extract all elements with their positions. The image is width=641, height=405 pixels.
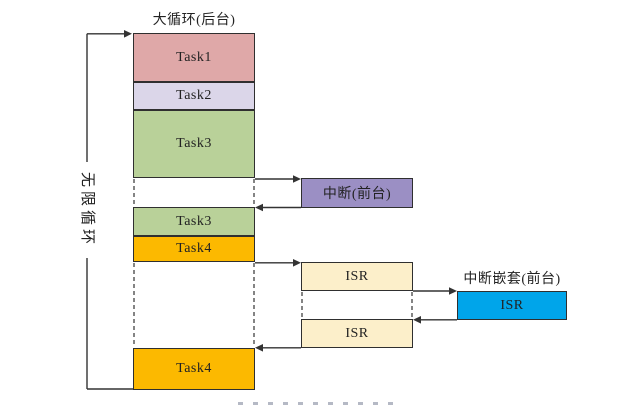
task4-second-label: Task4 — [176, 361, 212, 376]
isr-second-box: ISR — [301, 319, 413, 348]
task3-first-box: Task3 — [133, 110, 255, 178]
isr-first-label: ISR — [345, 268, 369, 284]
interrupt-entry-arrowhead-icon — [293, 175, 301, 183]
isr-first-box: ISR — [301, 262, 413, 291]
nested-isr-label: ISR — [500, 297, 524, 313]
task1-label: Task1 — [176, 49, 212, 65]
interrupt-foreground-label: 中断(前台) — [322, 187, 392, 202]
nested-interrupt-title: 中断嵌套(前台) — [463, 272, 561, 287]
task3-second-label: Task3 — [176, 213, 212, 229]
interrupt-foreground-box: 中断(前台) — [301, 178, 413, 208]
nested-isr-box: ISR — [457, 291, 567, 320]
infinite-loop-label: 无限循环 — [78, 162, 96, 258]
nested-isr-return-arrowhead-icon — [413, 316, 421, 324]
nested-isr-entry-arrowhead-icon — [449, 287, 457, 295]
isr-entry-arrowhead-icon — [293, 259, 301, 267]
task4-first-box: Task4 — [133, 236, 255, 262]
background-loop-title: 大循环(后台) — [152, 13, 236, 28]
task4-first-label: Task4 — [176, 241, 212, 256]
task2-label: Task2 — [176, 88, 212, 103]
loop-arrowhead-icon — [124, 30, 132, 38]
interrupt-return-arrowhead-icon — [255, 203, 263, 212]
task3-first-label: Task3 — [176, 136, 212, 151]
task1-box: Task1 — [133, 33, 255, 82]
task4-second-box: Task4 — [133, 348, 255, 390]
task2-box: Task2 — [133, 82, 255, 110]
task3-second-box: Task3 — [133, 207, 255, 236]
isr-return-arrowhead-icon — [255, 344, 263, 352]
isr-second-label: ISR — [345, 325, 369, 341]
clipped-caption-fragment — [238, 402, 403, 405]
